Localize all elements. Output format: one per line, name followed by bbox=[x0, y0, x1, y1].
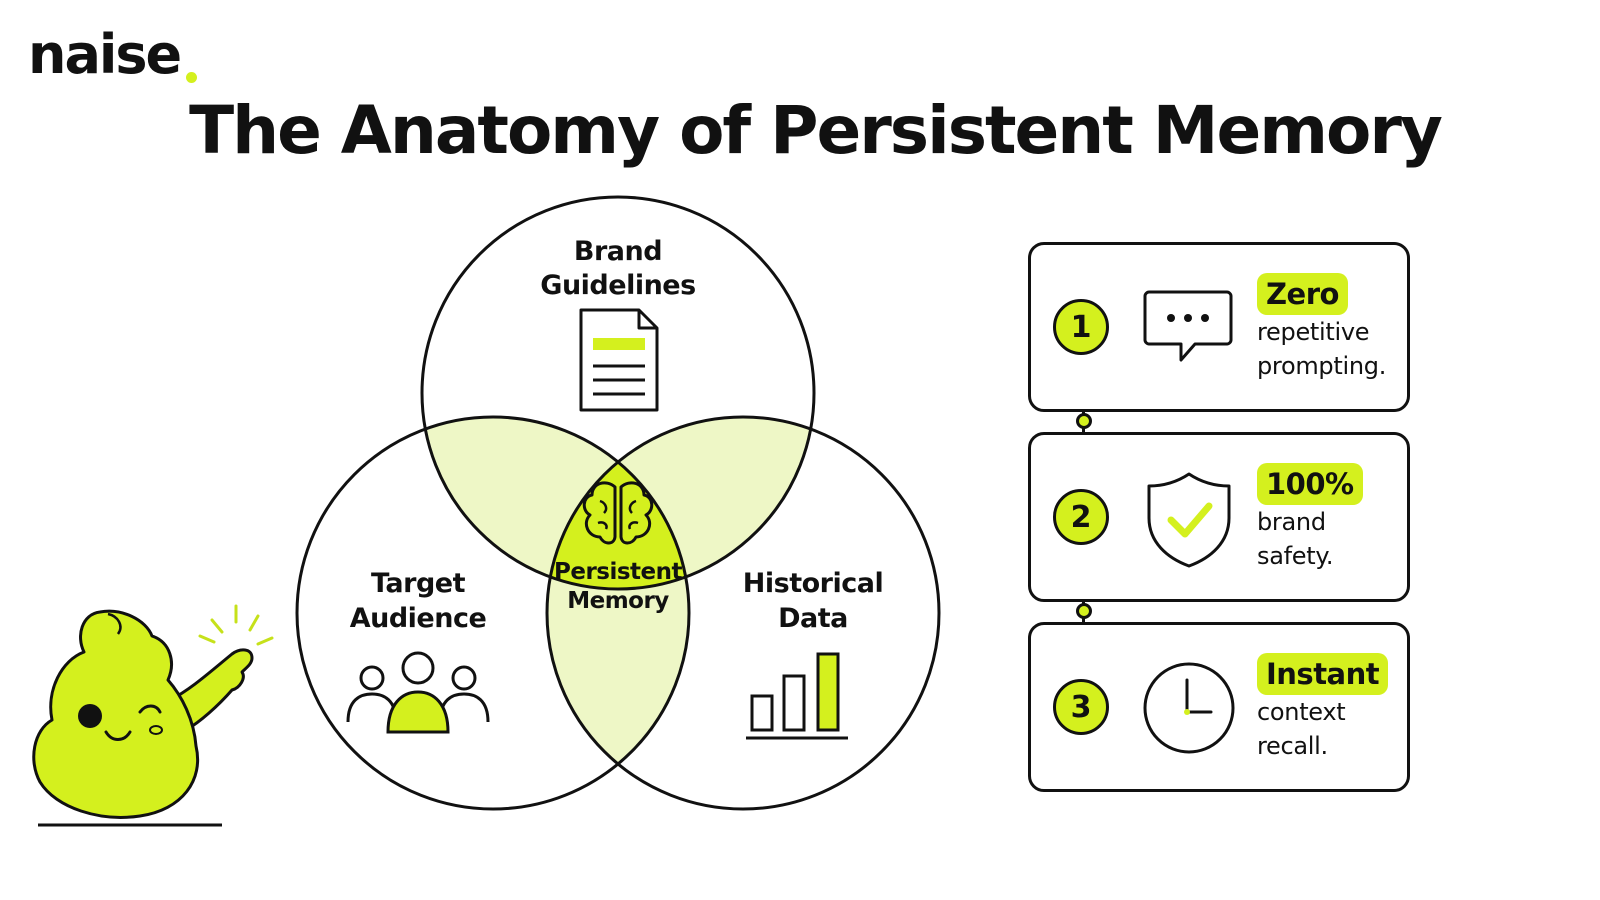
connector-dot-2 bbox=[1076, 603, 1092, 619]
card-line-1: brand bbox=[1257, 508, 1326, 536]
benefit-card-3: 3 Instant context recall. bbox=[1028, 622, 1410, 792]
card-highlight: Zero bbox=[1257, 273, 1348, 315]
venn-circle-right bbox=[545, 415, 941, 811]
venn-left-label-line1: Target bbox=[371, 568, 466, 599]
benefit-card-2: 2 100% brand safety. bbox=[1028, 432, 1410, 602]
venn-circle-left bbox=[295, 415, 691, 811]
card-line-1: context bbox=[1257, 698, 1346, 726]
venn-circle-top bbox=[420, 195, 816, 591]
venn-left-label-line2: Audience bbox=[350, 603, 487, 634]
brand-logo: naise bbox=[28, 23, 182, 86]
shield-check-icon bbox=[1147, 472, 1231, 568]
venn-center-label-line1: Persistent bbox=[554, 559, 683, 585]
card-highlight: Instant bbox=[1257, 653, 1389, 695]
page-title: The Anatomy of Persistent Memory bbox=[189, 92, 1443, 169]
card-text: Zero repetitive prompting. bbox=[1257, 273, 1386, 383]
card-number-badge: 3 bbox=[1053, 679, 1109, 735]
brain-icon bbox=[582, 481, 654, 545]
card-text: Instant context recall. bbox=[1257, 653, 1389, 763]
card-number-badge: 2 bbox=[1053, 489, 1109, 545]
card-line-2: prompting. bbox=[1257, 352, 1387, 380]
card-number-badge: 1 bbox=[1053, 299, 1109, 355]
chat-bubble-icon bbox=[1143, 290, 1233, 362]
venn-right-label-line2: Data bbox=[778, 603, 848, 634]
venn-top-label-line1: Brand bbox=[574, 236, 662, 267]
card-text: 100% brand safety. bbox=[1257, 463, 1363, 573]
card-line-2: safety. bbox=[1257, 542, 1334, 570]
clock-icon bbox=[1143, 662, 1235, 754]
audience-icon bbox=[346, 651, 490, 734]
card-line-1: repetitive bbox=[1257, 318, 1370, 346]
card-highlight: 100% bbox=[1257, 463, 1363, 505]
bar-chart-icon bbox=[746, 652, 848, 740]
venn-center-label-line2: Memory bbox=[567, 588, 669, 614]
brand-logo-dot bbox=[186, 72, 197, 83]
venn-right-label-line1: Historical bbox=[743, 568, 883, 599]
card-line-2: recall. bbox=[1257, 732, 1328, 760]
connector-dot-1 bbox=[1076, 413, 1092, 429]
mascot-pointing-icon bbox=[32, 604, 274, 827]
venn-top-label-line2: Guidelines bbox=[540, 270, 695, 301]
benefit-card-1: 1 Zero repetitive prompting. bbox=[1028, 242, 1410, 412]
document-icon bbox=[579, 308, 659, 412]
